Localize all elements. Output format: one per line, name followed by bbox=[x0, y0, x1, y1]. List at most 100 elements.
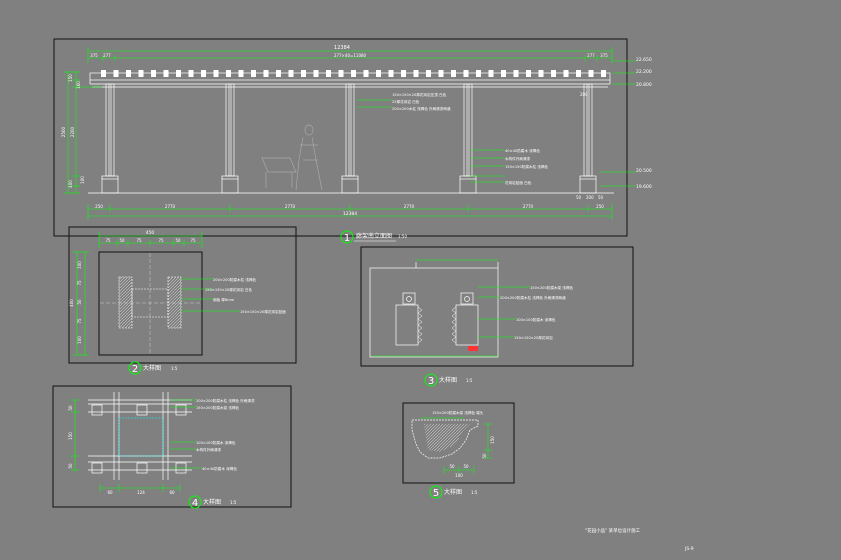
elev-note-4: 40×40防腐木 深褐色 bbox=[505, 148, 540, 153]
top-dim-a: 375 bbox=[90, 53, 98, 58]
rafter bbox=[338, 70, 344, 77]
detail3-scale: 1:5 bbox=[466, 378, 473, 383]
elevation-frame bbox=[53, 38, 628, 237]
left-dim-f: 100 bbox=[80, 176, 85, 184]
rafter bbox=[576, 70, 581, 77]
bottom-dim-3: 2770 bbox=[285, 204, 296, 209]
detail-3-panel: 150×200防腐木梁 浅褐色 200×200防腐木柱 浅褐色 外刷清漆两道 1… bbox=[360, 246, 634, 387]
rafter bbox=[126, 70, 131, 77]
detail3-number: 3 bbox=[428, 376, 434, 387]
sheet-number: JS-9 bbox=[684, 546, 694, 552]
detail5-scale: 1:5 bbox=[471, 490, 478, 495]
elev-note-6: 150×150防腐木柱 浅褐色 bbox=[505, 164, 548, 169]
rafter bbox=[101, 70, 106, 77]
detail5-right-dim-1: 150 bbox=[490, 436, 495, 444]
detail3-note-3: 100×100防腐木 深褐色 bbox=[516, 317, 556, 322]
elevation-number-circle bbox=[340, 230, 354, 244]
detail2-top-dim-2: 50 bbox=[119, 238, 125, 243]
rafter bbox=[426, 70, 431, 77]
rafter bbox=[351, 70, 356, 77]
rafter bbox=[363, 70, 369, 77]
bottom-total-dim: 12384 bbox=[343, 211, 357, 217]
level-4: 20.500 bbox=[636, 168, 652, 174]
detail2-note-1: 200×200防腐木柱 浅褐色 bbox=[213, 277, 256, 282]
rafter bbox=[226, 70, 231, 77]
detail2-left-dim-1: 100 bbox=[77, 261, 82, 269]
detail2-note-3: 钢板 厚8mm bbox=[213, 297, 235, 302]
elevation-title: 廊架南立面图 bbox=[356, 232, 392, 240]
detail5-number-circle bbox=[429, 485, 443, 499]
detail4-note-4: 木构件外刷清漆 bbox=[196, 447, 222, 452]
rafter bbox=[388, 70, 394, 77]
top-dim-e: 375 bbox=[600, 53, 608, 58]
rafter bbox=[488, 70, 494, 77]
level-markers bbox=[600, 60, 636, 187]
rafter bbox=[238, 70, 244, 77]
detail5-right-dim-2: 50 bbox=[482, 453, 487, 459]
top-dim-c: 277×40=11080 bbox=[334, 53, 367, 58]
pier-top-dim: 200 bbox=[580, 92, 588, 97]
rafter bbox=[263, 70, 269, 77]
detail5-bottom-dim-3: 100 bbox=[455, 473, 463, 478]
detail3-note-1: 150×200防腐木梁 浅褐色 bbox=[530, 285, 573, 290]
left-dim-d: 2200 bbox=[70, 126, 75, 137]
pier-dim-b: 200 bbox=[586, 195, 594, 200]
rafter bbox=[476, 70, 481, 77]
detail2-left-dim-5: 100 bbox=[77, 336, 82, 344]
rafter bbox=[401, 70, 406, 77]
detail2-left-dim-2: 75 bbox=[77, 280, 82, 286]
level-2: 22.200 bbox=[636, 69, 652, 75]
detail4-left-dim-1: 50 bbox=[68, 405, 73, 411]
elev-note-2: 25厚花岗岩 白色 bbox=[392, 99, 420, 104]
detail2-left-dim-3: 50 bbox=[77, 299, 82, 305]
detail-4-dims bbox=[71, 399, 181, 492]
detail4-note-2: 150×200防腐木梁 浅褐色 bbox=[196, 405, 239, 410]
columns bbox=[101, 83, 597, 194]
rafter bbox=[513, 70, 519, 77]
rafter bbox=[376, 70, 381, 77]
rafter bbox=[601, 70, 606, 77]
detail-5-panel: 150×200防腐木梁 浅褐色 端头 150 50 50 50 100 5 大样… bbox=[402, 402, 515, 499]
detail5-note-1: 150×200防腐木梁 浅褐色 端头 bbox=[432, 410, 484, 415]
detail2-top-total: 450 bbox=[146, 230, 155, 236]
detail4-note-5: 40×40防腐木 深褐色 bbox=[202, 466, 237, 471]
detail4-number: 4 bbox=[192, 498, 198, 509]
detail4-left-dim-3: 50 bbox=[68, 463, 73, 469]
detail2-left-total: 400 bbox=[69, 299, 74, 307]
rafter-square bbox=[136, 462, 148, 474]
title-block-text: "花园小品" 某单位设计施工 bbox=[585, 527, 641, 534]
elevation-left-dimensions bbox=[64, 71, 102, 194]
rafter bbox=[151, 70, 156, 77]
column bbox=[459, 83, 477, 194]
elev-note-3: 200×200木柱 浅褐色 外刷清漆两道 bbox=[392, 106, 451, 111]
rafter bbox=[551, 70, 556, 77]
detail-3-leaders bbox=[371, 286, 530, 357]
detail2-top-dim-1: 75 bbox=[105, 238, 111, 243]
bottom-dim-5: 2770 bbox=[523, 204, 534, 209]
rafter bbox=[326, 70, 331, 77]
left-dim-e: 400 bbox=[68, 180, 73, 188]
rafter bbox=[538, 70, 544, 77]
detail5-title: 大样图 bbox=[444, 488, 462, 496]
detail4-bottom-dim-1: 60 bbox=[107, 490, 113, 495]
detail3-red-marker bbox=[468, 346, 478, 351]
detail4-note-1: 200×200防腐木柱 浅褐色 外刷清漆 bbox=[196, 398, 255, 403]
detail-2-leaders bbox=[181, 278, 240, 312]
detail4-title: 大样图 bbox=[203, 498, 221, 506]
detail2-top-dim-3: 75 bbox=[136, 238, 142, 243]
detail5-bottom-dim-2: 50 bbox=[463, 464, 469, 469]
elevation-bottom-dimensions bbox=[87, 204, 613, 220]
detail-2-panel: 450 75 50 75 75 50 75 100 75 50 75 100 4… bbox=[68, 226, 297, 375]
rafter bbox=[276, 70, 281, 77]
rafter bbox=[113, 70, 119, 77]
rafter bbox=[501, 70, 506, 77]
detail3-title: 大样图 bbox=[439, 376, 457, 384]
rafter bbox=[251, 70, 256, 77]
detail3-note-2: 200×200防腐木柱 浅褐色 外刷清漆两道 bbox=[500, 295, 566, 300]
elevation-scale: 1:50 bbox=[398, 234, 407, 239]
rafter bbox=[588, 70, 594, 77]
rafter bbox=[163, 70, 169, 77]
left-dim-a: 150 bbox=[68, 74, 73, 82]
detail3-note-4: 150×150×20厚花岗岩 bbox=[514, 335, 553, 340]
detail3-number-circle bbox=[424, 373, 438, 387]
